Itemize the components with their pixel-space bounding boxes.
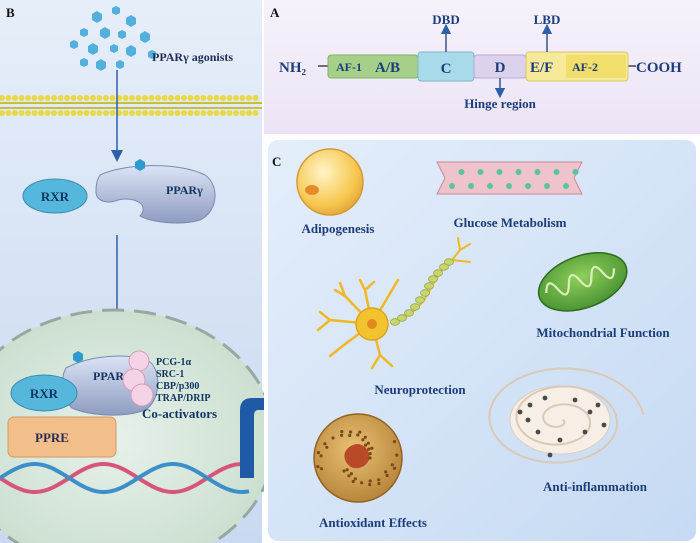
effect-antioxidant: Antioxidant Effects (319, 515, 427, 530)
neuron-illustration (316, 237, 471, 370)
cell-membrane (0, 95, 262, 116)
coactivator-list: PCG-1α SRC-1 CBP/p300 TRAP/DRIP (156, 357, 210, 404)
blood-vessel-illustration (436, 161, 583, 195)
adipocyte-illustration (296, 148, 364, 216)
panel-b-letter: B (6, 5, 15, 20)
neuron-axon (390, 258, 454, 326)
coactivator-blobs (122, 350, 154, 407)
agonist-molecules (70, 6, 156, 71)
coactivator-item: TRAP/DRIP (156, 393, 210, 404)
dna-helix (0, 461, 250, 495)
domain-af2 (566, 55, 626, 78)
coactivators-label: Co-activators (142, 406, 217, 421)
lbd-label: LBD (534, 12, 561, 27)
ppar-shape (95, 165, 216, 224)
panel-a-letter: A (270, 5, 280, 20)
neuron-nucleus (367, 319, 377, 329)
complex-rxr-label: RXR (30, 386, 59, 401)
antioxidant-cell-illustration (313, 413, 403, 503)
effect-anti-inflammation: Anti-inflammation (543, 479, 648, 494)
ef-label: E/F (530, 60, 553, 76)
effect-glucose-metabolism: Glucose Metabolism (453, 215, 566, 230)
effect-adipogenesis: Adipogenesis (302, 221, 375, 236)
dbd-label: DBD (432, 12, 459, 27)
hinge-label: Hinge region (464, 96, 536, 111)
ppar-label: PPARγ (166, 183, 203, 197)
af2-label: AF-2 (572, 60, 598, 74)
agonists-label: PPARγ agonists (152, 50, 233, 64)
rxr-shape (22, 178, 88, 214)
ppre-box (7, 416, 117, 458)
ppre-label: PPRE (35, 430, 69, 445)
complex-ppar-label: PPARγ (93, 369, 130, 383)
c-label: C (441, 61, 452, 77)
complex-rxr-shape (10, 374, 78, 412)
af1-label: AF-1 (336, 60, 362, 74)
coactivator-item: SRC-1 (156, 369, 184, 380)
panel-c-letter: C (272, 154, 281, 169)
rxr-label: RXR (41, 189, 70, 204)
nh2-label: NH₂ (279, 60, 307, 76)
complex-ligand-hexagon (73, 351, 83, 363)
ppar-ligand-hexagon (135, 159, 145, 171)
mitochondrion-illustration (537, 252, 628, 312)
ab-label: A/B (375, 60, 400, 76)
effect-neuroprotection: Neuroprotection (374, 382, 466, 397)
cooh-label: COOH (636, 60, 682, 76)
coactivator-item: PCG-1α (156, 357, 191, 368)
d-label: D (495, 60, 506, 76)
effect-mitochondrial-function: Mitochondrial Function (536, 325, 670, 340)
coactivator-item: CBP/p300 (156, 381, 199, 392)
inflammation-spiral-illustration (488, 367, 645, 464)
